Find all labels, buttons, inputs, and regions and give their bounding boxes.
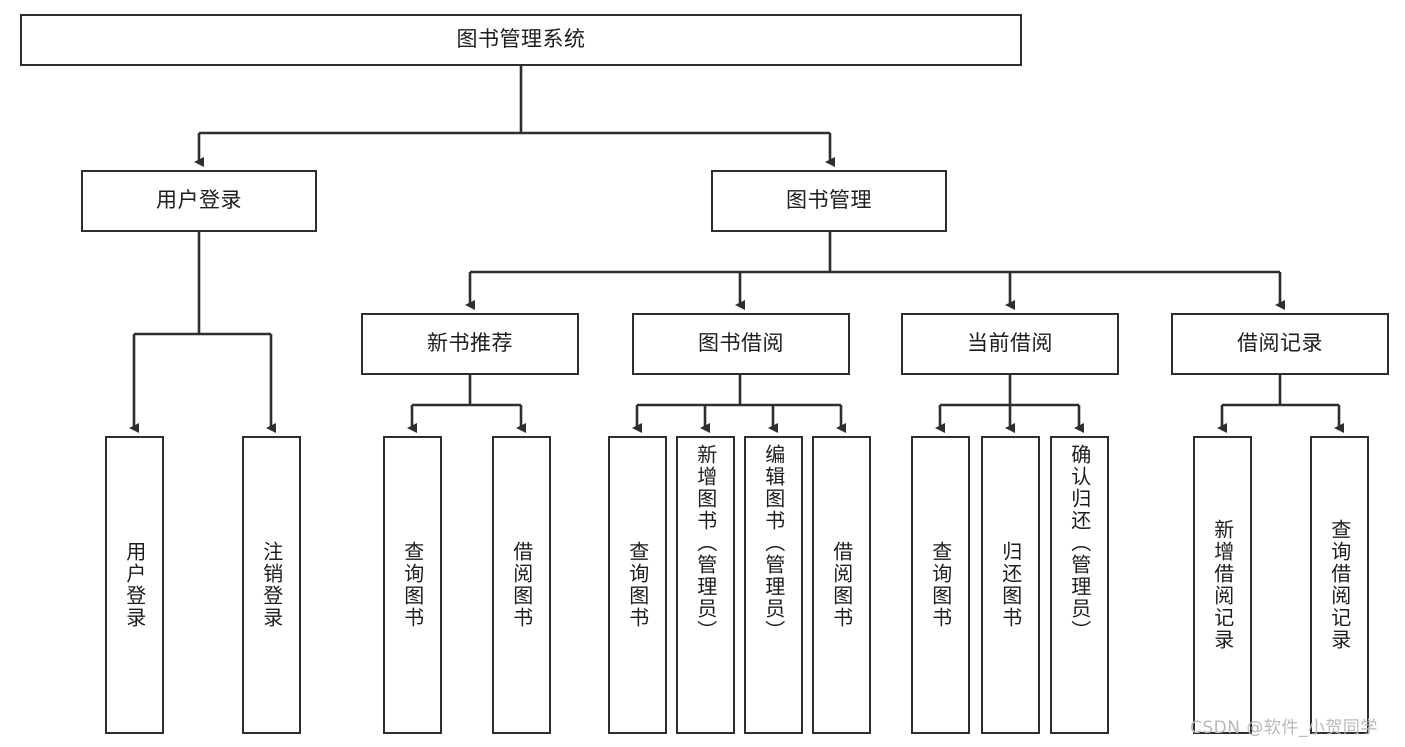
node-book-borrow[interactable]: 图书借阅 [632, 313, 850, 375]
node-book-borrow-label: 图书借阅 [698, 331, 784, 356]
node-current-borrow[interactable]: 当前借阅 [901, 313, 1119, 375]
node-leaf-logout-login-label: 注销登录 [259, 541, 284, 629]
node-leaf-query-borrow-record-label: 查询借阅记录 [1327, 519, 1352, 651]
node-user-login[interactable]: 用户登录 [81, 170, 317, 232]
node-leaf-borrow-book-1-label: 借阅图书 [509, 541, 534, 629]
node-leaf-add-borrow-record-label: 新增借阅记录 [1210, 519, 1235, 651]
node-leaf-return-book-label: 归还图书 [998, 541, 1023, 629]
node-leaf-add-book[interactable]: 新增图书（管理员） [676, 436, 735, 734]
node-leaf-query-book-3-label: 查询图书 [928, 541, 953, 629]
node-leaf-return-book[interactable]: 归还图书 [981, 436, 1040, 734]
node-leaf-user-login-label: 用户登录 [122, 541, 147, 629]
node-borrow-record[interactable]: 借阅记录 [1171, 313, 1389, 375]
node-leaf-borrow-book-1[interactable]: 借阅图书 [492, 436, 551, 734]
node-new-book-recommend[interactable]: 新书推荐 [361, 313, 579, 375]
node-leaf-query-book-2[interactable]: 查询图书 [608, 436, 667, 734]
node-leaf-query-book-1-label: 查询图书 [400, 541, 425, 629]
node-book-management-label: 图书管理 [786, 188, 872, 213]
node-leaf-borrow-book-2[interactable]: 借阅图书 [812, 436, 871, 734]
node-root-system[interactable]: 图书管理系统 [20, 14, 1022, 66]
node-leaf-edit-book[interactable]: 编辑图书（管理员） [744, 436, 803, 734]
node-root-system-label: 图书管理系统 [456, 27, 586, 52]
node-leaf-user-login[interactable]: 用户登录 [105, 436, 164, 734]
node-current-borrow-label: 当前借阅 [967, 331, 1053, 356]
node-leaf-confirm-return[interactable]: 确认归还（管理员） [1050, 436, 1109, 734]
node-leaf-query-book-1[interactable]: 查询图书 [383, 436, 442, 734]
node-borrow-record-label: 借阅记录 [1237, 331, 1323, 356]
node-user-login-label: 用户登录 [156, 188, 242, 213]
node-leaf-logout-login[interactable]: 注销登录 [242, 436, 301, 734]
node-leaf-borrow-book-2-label: 借阅图书 [829, 541, 854, 629]
node-leaf-edit-book-label: 编辑图书（管理员） [761, 444, 786, 642]
node-leaf-query-book-2-label: 查询图书 [625, 541, 650, 629]
node-leaf-add-book-label: 新增图书（管理员） [693, 444, 718, 642]
node-leaf-add-borrow-record[interactable]: 新增借阅记录 [1193, 436, 1252, 734]
node-book-management[interactable]: 图书管理 [711, 170, 947, 232]
node-new-book-recommend-label: 新书推荐 [427, 331, 513, 356]
node-leaf-confirm-return-label: 确认归还（管理员） [1067, 444, 1092, 642]
connectors-root [129, 66, 1344, 433]
node-leaf-query-book-3[interactable]: 查询图书 [911, 436, 970, 734]
node-leaf-query-borrow-record[interactable]: 查询借阅记录 [1310, 436, 1369, 734]
